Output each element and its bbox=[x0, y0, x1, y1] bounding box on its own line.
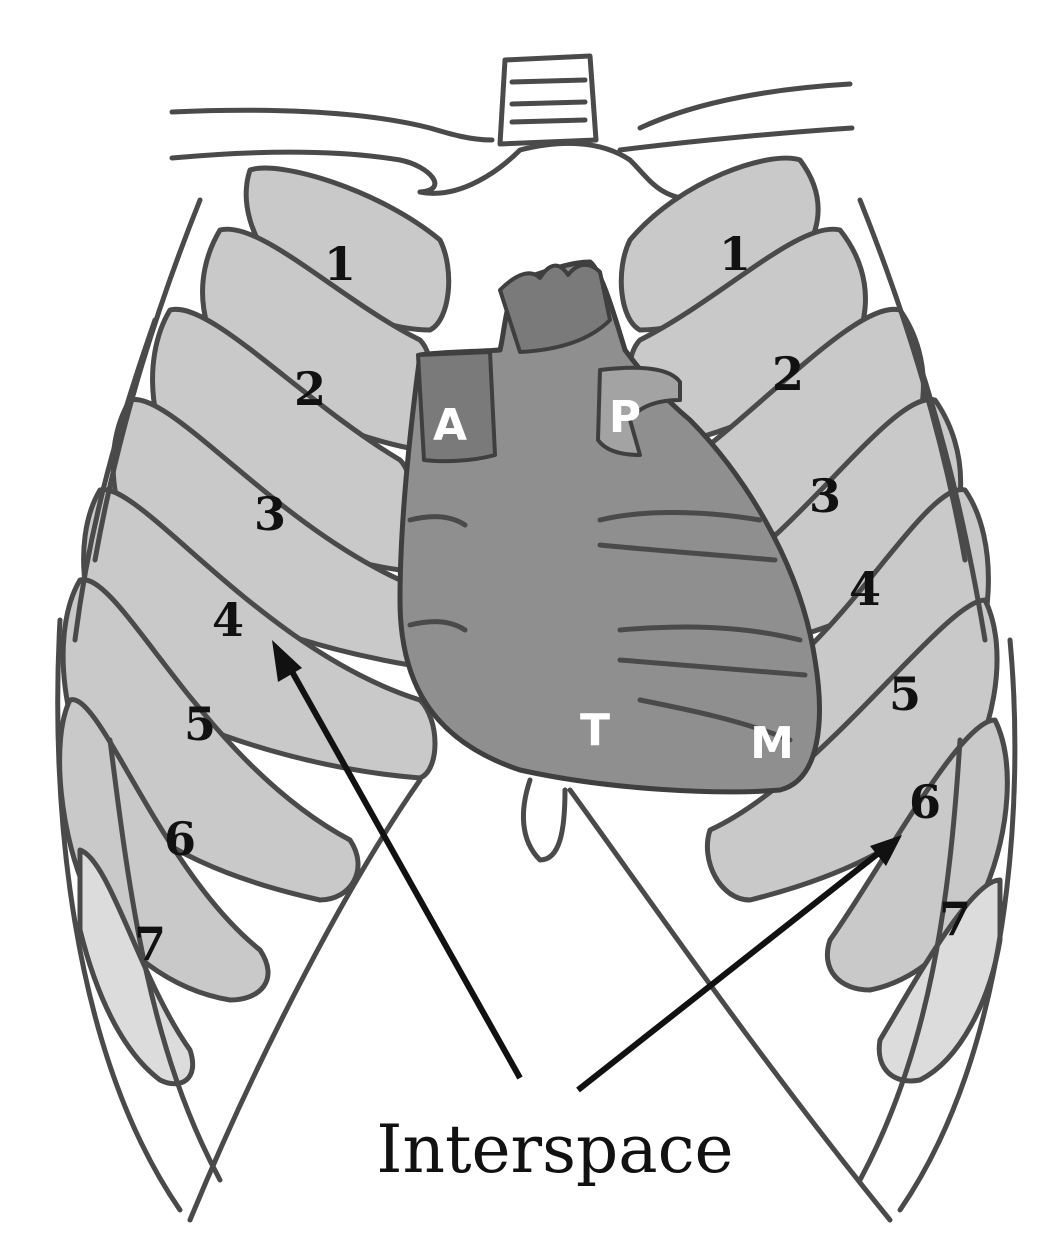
rib-label-right-6: 6 bbox=[909, 775, 941, 829]
tricuspid-area-label: T bbox=[580, 705, 610, 756]
rib-label-left-1: 1 bbox=[324, 237, 356, 291]
rib-label-right-3: 3 bbox=[809, 469, 841, 523]
caption-interspace: Interspace bbox=[376, 1111, 733, 1188]
rib-label-left-7: 7 bbox=[134, 917, 166, 971]
pulmonic-area-label: P bbox=[609, 392, 641, 443]
rib-label-right-7: 7 bbox=[939, 892, 971, 946]
rib-label-left-4: 4 bbox=[212, 593, 244, 647]
rib-label-left-5: 5 bbox=[184, 697, 216, 751]
rib-label-right-4: 4 bbox=[849, 562, 881, 616]
aortic-area-label: A bbox=[433, 400, 467, 451]
ribs-left bbox=[58, 168, 449, 1210]
mitral-area-label: M bbox=[750, 718, 794, 769]
rib-label-right-2: 2 bbox=[772, 347, 804, 401]
rib-label-right-1: 1 bbox=[719, 227, 751, 281]
rib-label-right-5: 5 bbox=[889, 667, 921, 721]
rib-label-left-2: 2 bbox=[294, 362, 326, 416]
rib-label-left-6: 6 bbox=[164, 812, 196, 866]
rib-label-left-3: 3 bbox=[254, 487, 286, 541]
